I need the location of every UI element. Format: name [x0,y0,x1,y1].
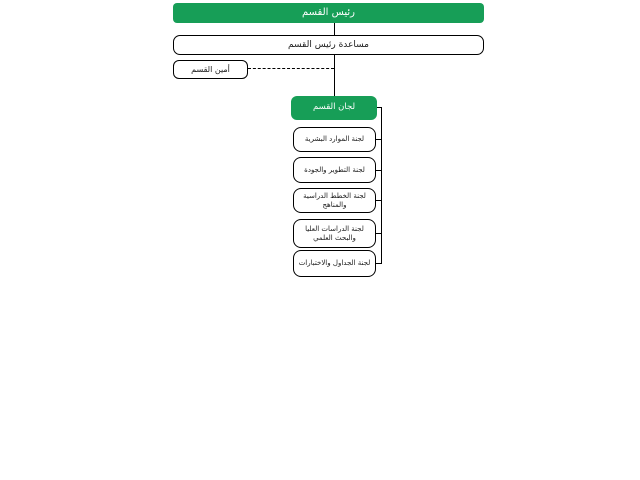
connector-secretary-dashed [248,68,334,69]
node-committee-human-resources: لجنة الموارد البشرية [293,127,376,152]
node-assistant-department-head: مساعدة رئيس القسم [173,35,484,55]
connector-assistant-to-committees [334,55,335,96]
node-committee-study-plans-curricula: لجنة الخطط الدراسية والمناهج [293,188,376,213]
connector-committees-stub [377,107,382,108]
connector-committee-1-stub [376,139,381,140]
connector-head-to-assistant [334,23,335,35]
connector-committee-4-stub [376,233,381,234]
node-department-committees: لجان القسم [291,96,377,120]
node-committee-development-quality: لجنة التطوير والجودة [293,157,376,183]
node-department-secretary: أمين القسم [173,60,248,79]
connector-committee-2-stub [376,170,381,171]
node-department-head: رئيس القسم [173,3,484,23]
connector-committees-rail [381,107,382,264]
connector-committee-5-stub [376,263,381,264]
connector-committee-3-stub [376,200,381,201]
node-committee-schedules-exams: لجنة الجداول والاختبارات [293,250,376,277]
node-committee-graduate-studies-research: لجنة الدراسات العليا والبحث العلمي [293,219,376,248]
